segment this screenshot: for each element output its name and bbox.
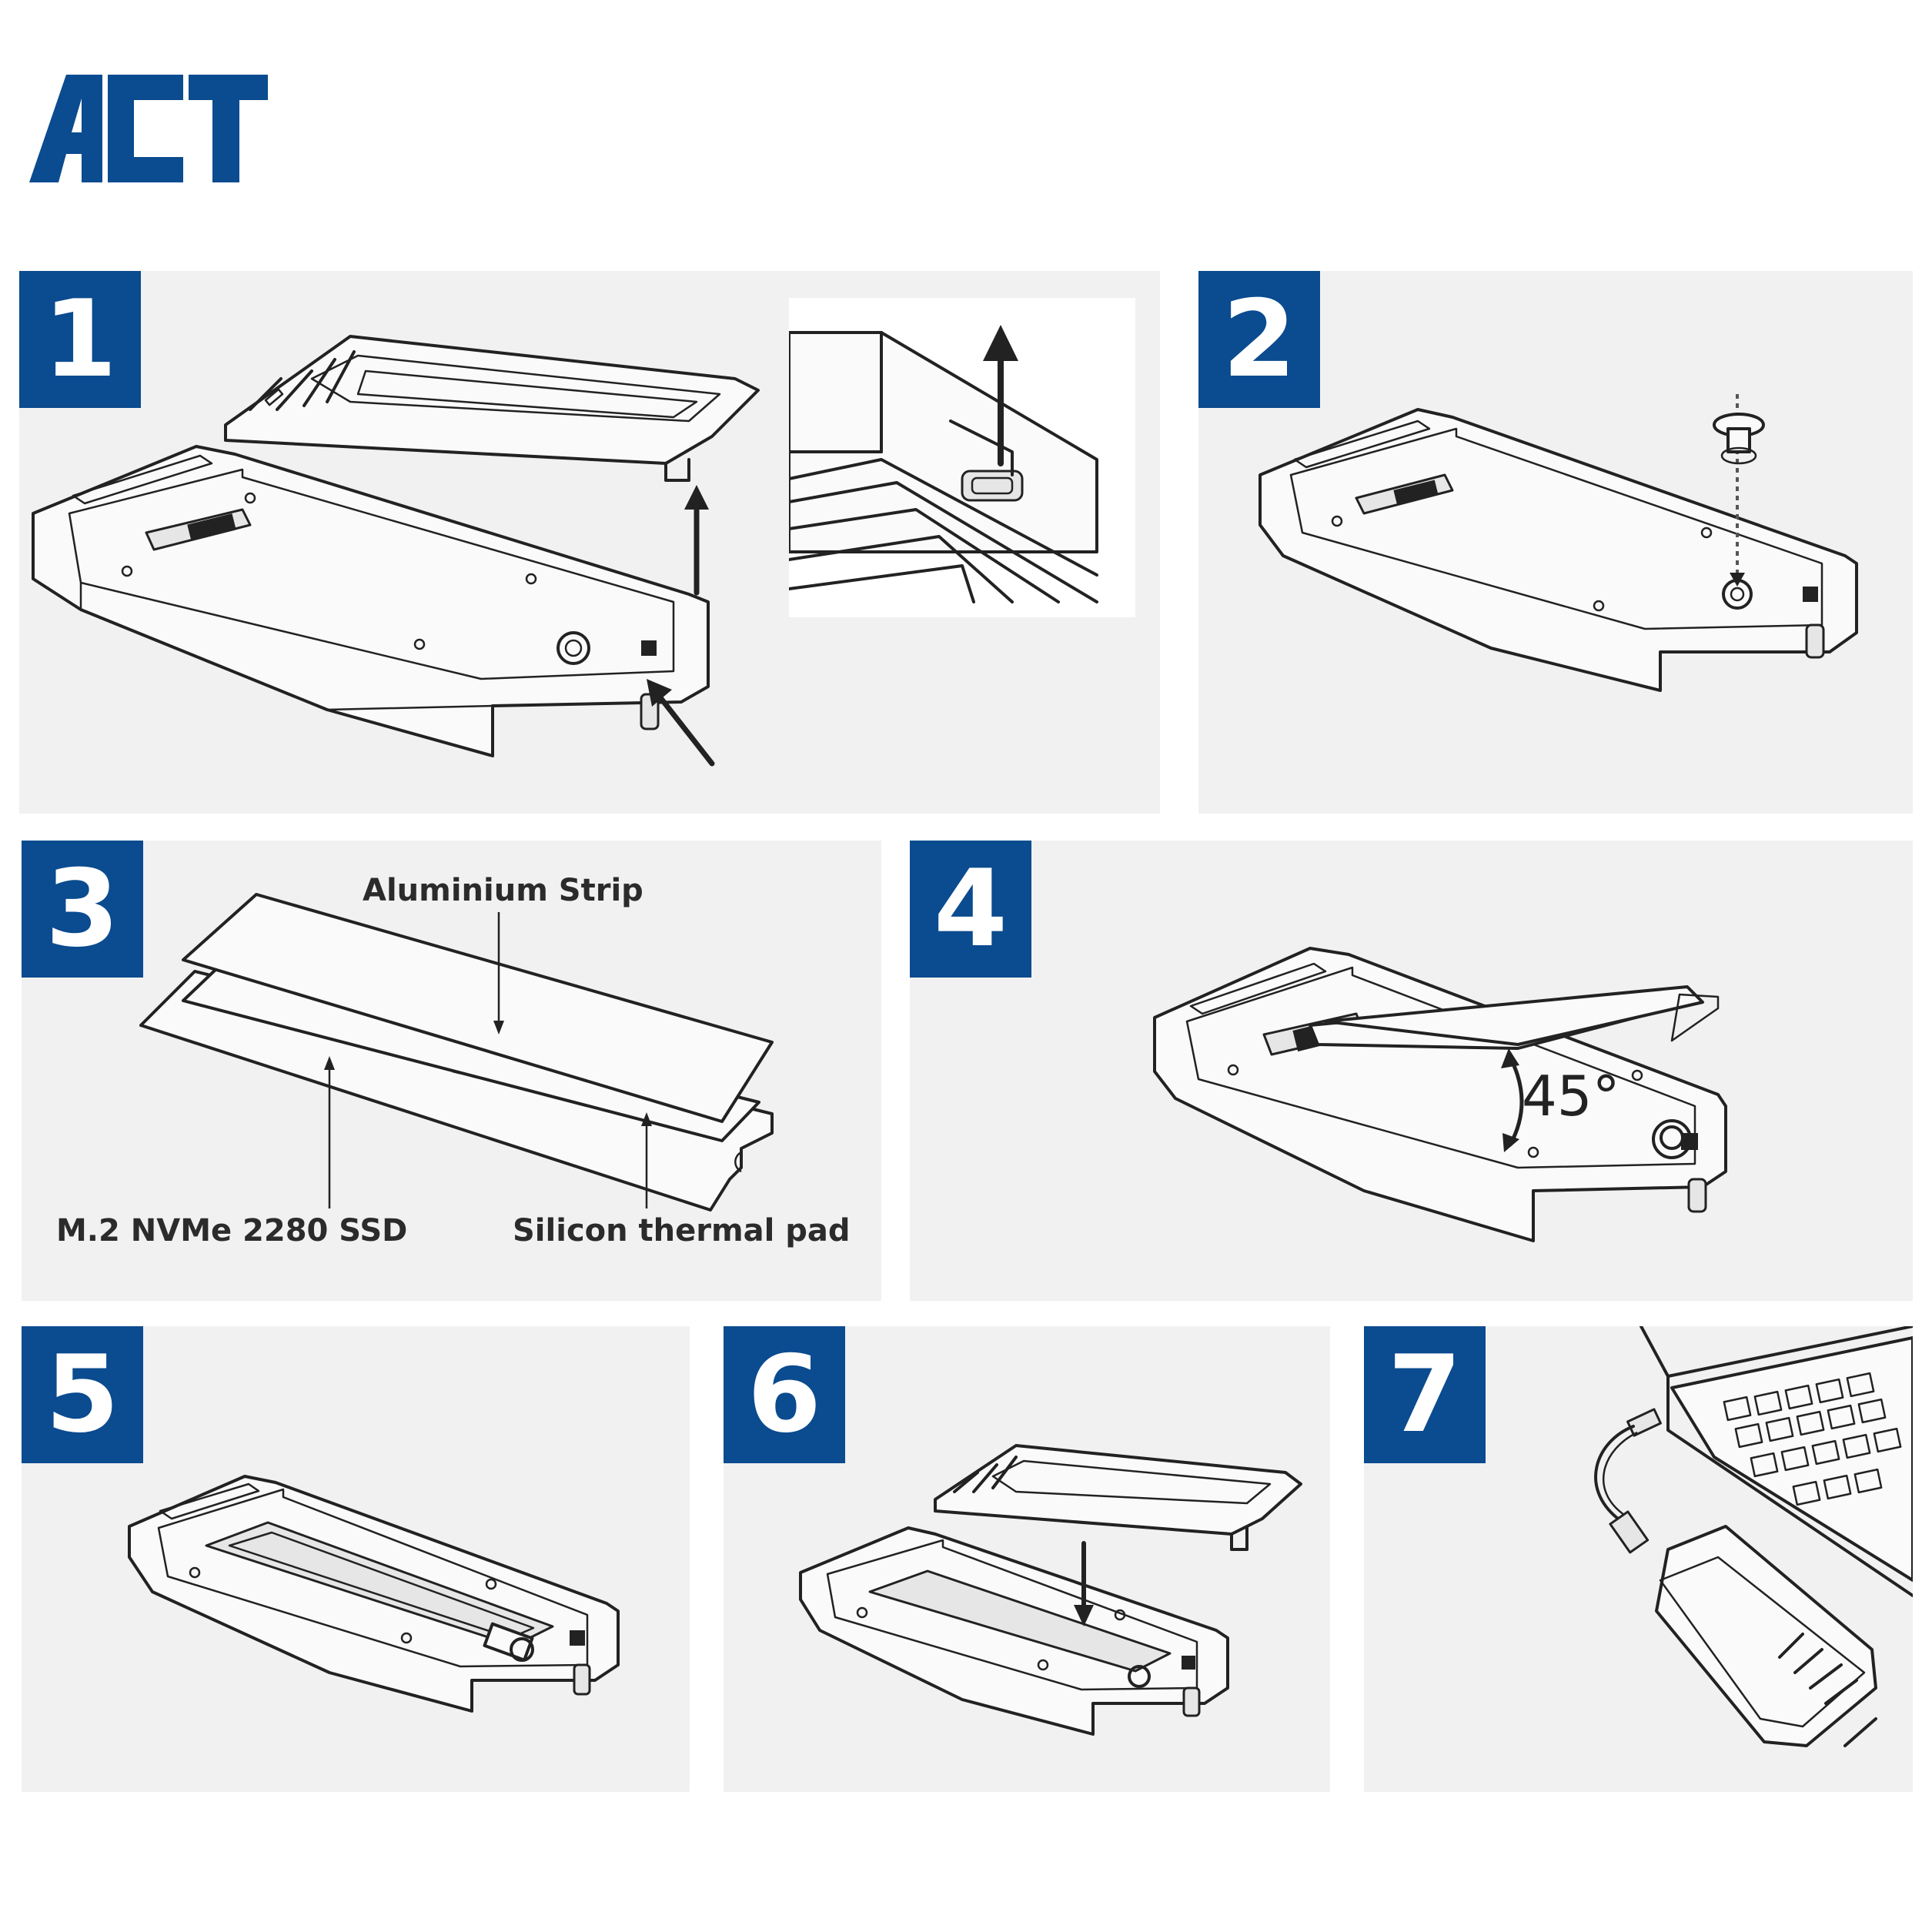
- step-1-detail-illustration: [787, 325, 1098, 603]
- step-2-number: 2: [1198, 271, 1320, 408]
- step-6-panel: 6: [724, 1326, 1330, 1792]
- step-3-number: 3: [22, 841, 143, 978]
- step-1-number: 1: [19, 271, 141, 408]
- step-7-illustration: [1594, 1326, 1913, 1747]
- step-5-illustration: [128, 1475, 620, 1713]
- step-4-illustration: [1153, 947, 1727, 1242]
- angle-label: 45°: [1522, 1064, 1620, 1128]
- step-5-number: 5: [22, 1326, 143, 1463]
- step-3-panel: 3 Aluminium Strip M.2 NVMe 2280 SSD Sili…: [22, 841, 881, 1301]
- step-7-number: 7: [1364, 1326, 1486, 1463]
- step-1-panel: 1: [19, 271, 1160, 814]
- step-4-panel: 4 45°: [910, 841, 1913, 1301]
- act-logo: [29, 75, 268, 182]
- label-thermal-pad: Silicon thermal pad: [513, 1213, 851, 1248]
- step-6-number: 6: [724, 1326, 845, 1463]
- step-1-detail-inset: [787, 298, 1135, 617]
- step-4-number: 4: [910, 841, 1031, 978]
- label-ssd: M.2 NVMe 2280 SSD: [56, 1213, 408, 1248]
- step-6-illustration: [799, 1444, 1302, 1736]
- label-aluminium-strip: Aluminium Strip: [363, 873, 643, 908]
- step-3-illustration: [139, 893, 774, 1212]
- step-2-illustration: [1258, 394, 1858, 692]
- step-2-panel: 2: [1198, 271, 1913, 814]
- step-7-panel: 7: [1364, 1326, 1913, 1792]
- step-1-illustration: [32, 335, 760, 767]
- step-5-panel: 5: [22, 1326, 690, 1792]
